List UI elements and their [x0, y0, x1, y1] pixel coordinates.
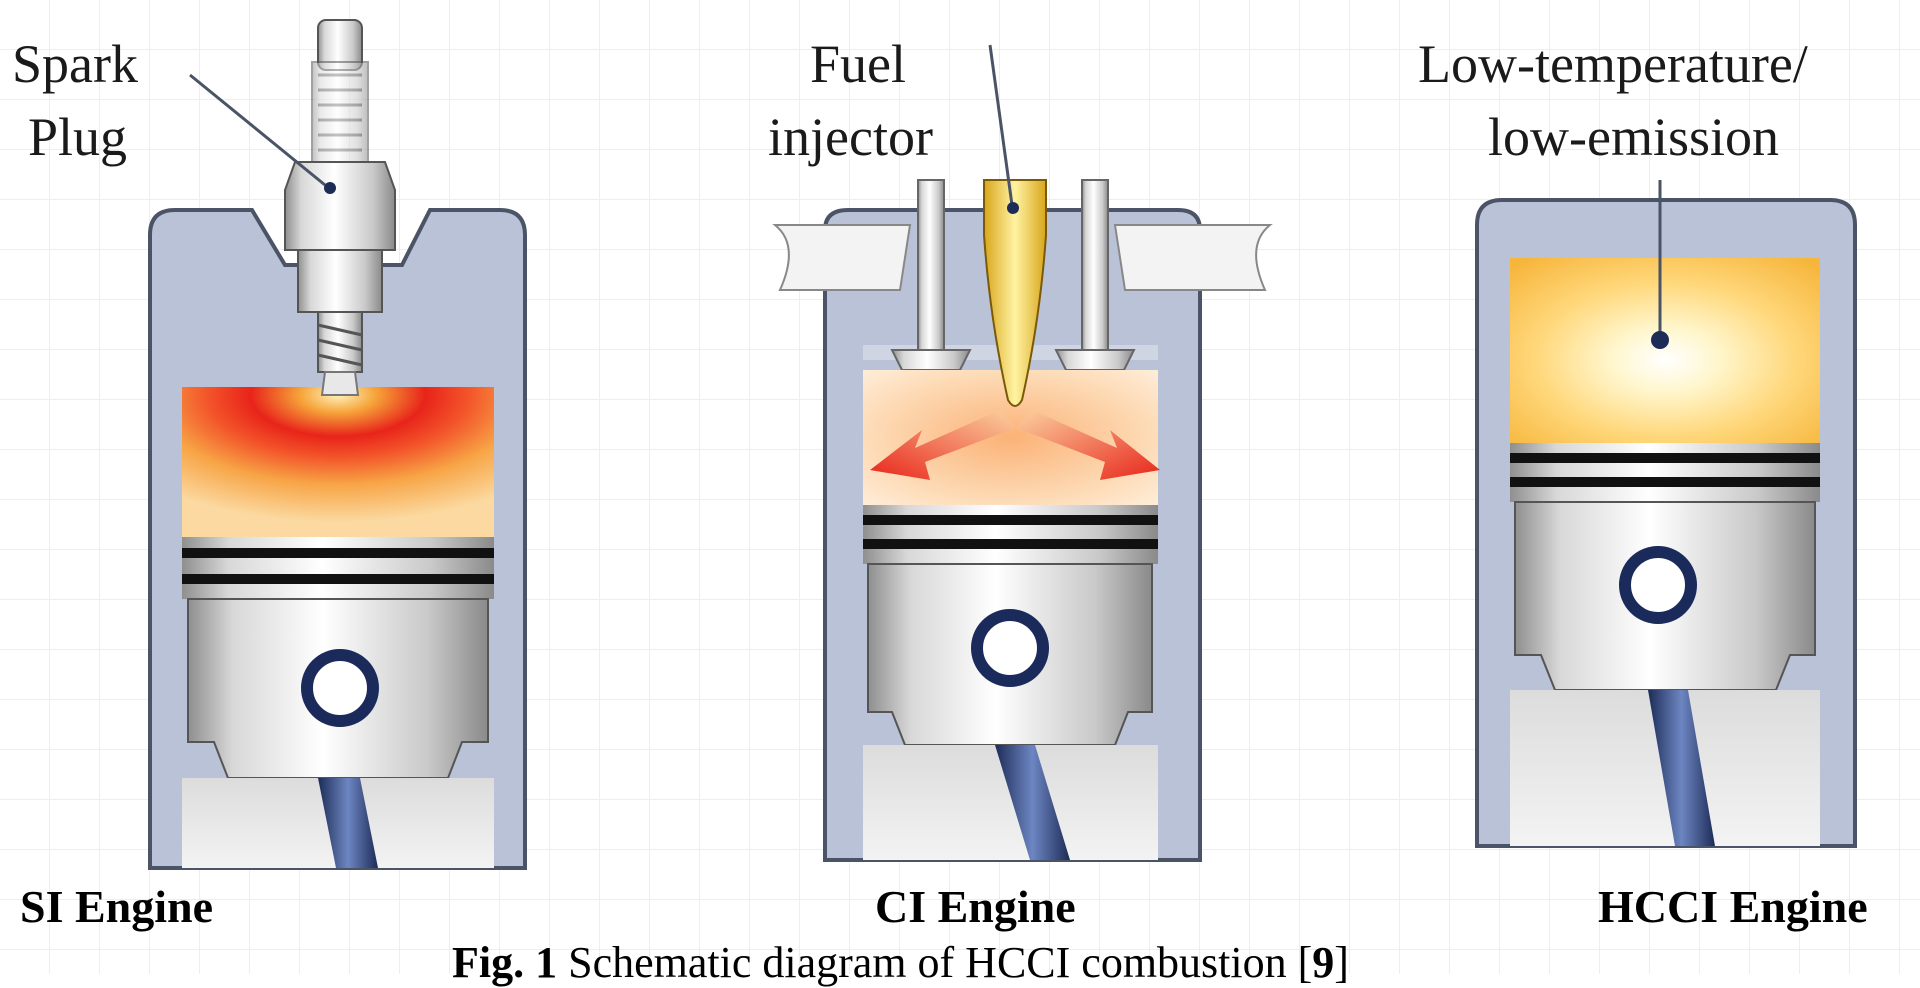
spark-plug-label-line2: Plug	[28, 107, 127, 167]
ci-engine-illustration	[772, 44, 1273, 862]
fuel-injector-pointer-dot	[1007, 202, 1019, 214]
ci-piston	[863, 505, 1158, 860]
low-temp-pointer-dot	[1651, 331, 1669, 349]
ci-spray-arrow-right	[1017, 410, 1160, 480]
caption-suffix: ]	[1334, 938, 1349, 987]
fuel-injector-label-line1: Fuel	[810, 34, 906, 94]
si-engine-illustration	[148, 19, 527, 870]
spark-plug-pointer	[189, 73, 326, 187]
fuel-injector-pointer	[988, 44, 1014, 206]
fuel-injector-label-line2: injector	[768, 107, 933, 167]
figure-caption: Fig. 1 Schematic diagram of HCCI combust…	[452, 938, 1349, 988]
si-engine-label: SI Engine	[20, 881, 214, 932]
hcci-combustion-chamber	[1510, 258, 1820, 443]
ci-valves	[890, 179, 1136, 371]
caption-reference: 9	[1312, 938, 1335, 987]
spark-plug-icon	[284, 19, 396, 396]
low-temp-label-line2: low-emission	[1488, 107, 1779, 167]
spark-plug-label-line1: Spark	[12, 34, 138, 94]
figure-number: Fig. 1	[452, 938, 558, 987]
fuel-injector-icon	[983, 179, 1047, 407]
ci-exhaust-port	[1113, 224, 1273, 291]
spark-plug-pointer-dot	[324, 182, 336, 194]
ci-intake-port	[772, 224, 912, 291]
si-combustion-chamber	[182, 387, 494, 537]
hcci-engine-illustration	[1475, 180, 1857, 848]
ci-spray-arrow-left	[870, 410, 1015, 480]
caption-text: Schematic diagram of HCCI combustion [	[557, 938, 1313, 987]
hcci-piston	[1510, 443, 1820, 846]
ci-engine-label: CI Engine	[875, 881, 1076, 932]
hcci-engine-label: HCCI Engine	[1598, 881, 1868, 932]
si-piston	[182, 537, 494, 868]
low-temp-label-line1: Low-temperature/	[1418, 34, 1808, 94]
